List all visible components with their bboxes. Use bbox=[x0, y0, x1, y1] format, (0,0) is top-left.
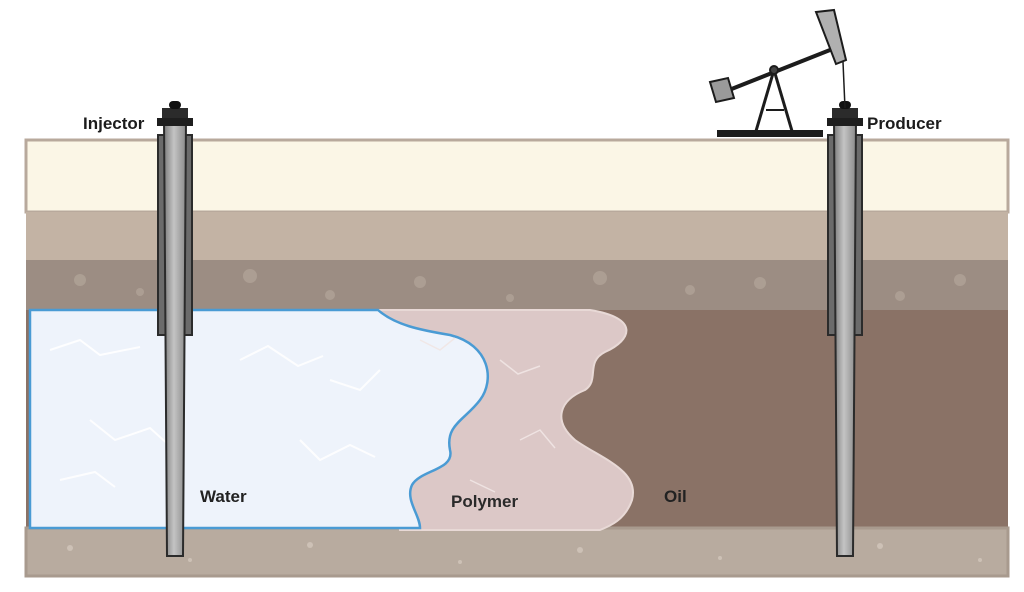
producer-label: Producer bbox=[867, 114, 942, 133]
pumpjack-icon bbox=[708, 8, 848, 137]
polymer-texture bbox=[419, 337, 556, 493]
polymer-label: Polymer bbox=[451, 492, 519, 511]
water-label: Water bbox=[200, 487, 247, 506]
bedrock-texture bbox=[67, 542, 982, 564]
water-caustics bbox=[49, 338, 381, 488]
injector-label: Injector bbox=[83, 114, 145, 133]
injector-well-icon bbox=[157, 101, 193, 557]
oil-label: Oil bbox=[664, 487, 687, 506]
producer-well-icon bbox=[827, 101, 863, 557]
water-zone bbox=[28, 308, 489, 530]
rock-texture bbox=[74, 269, 966, 302]
